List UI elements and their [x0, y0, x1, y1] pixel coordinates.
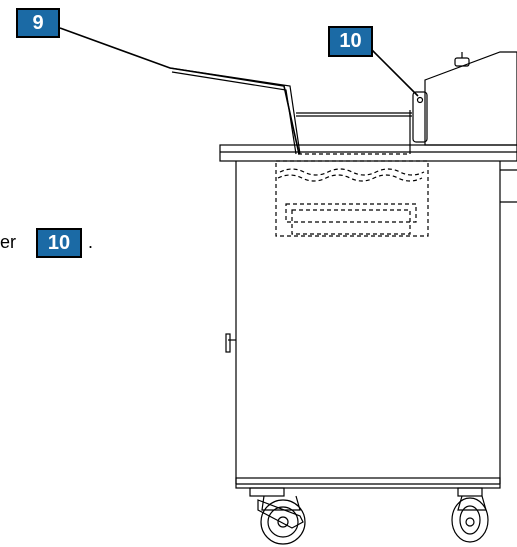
fry-pot-hidden	[275, 153, 429, 237]
basket-hanger	[409, 91, 428, 154]
basket-rim	[296, 112, 412, 117]
text-fragment: er	[0, 232, 17, 252]
basket-handle	[169, 67, 301, 155]
worktop	[219, 144, 517, 162]
leader-line-10	[371, 49, 419, 97]
caster-left	[249, 487, 306, 545]
callout-10-inline: 10	[36, 228, 82, 258]
cabinet	[225, 161, 517, 489]
callout-10: 10	[328, 26, 373, 57]
backsplash	[424, 51, 517, 146]
text-period: .	[88, 232, 94, 252]
callout-9: 9	[16, 8, 60, 38]
caster-right	[451, 487, 489, 543]
leader-line-9	[59, 27, 300, 155]
